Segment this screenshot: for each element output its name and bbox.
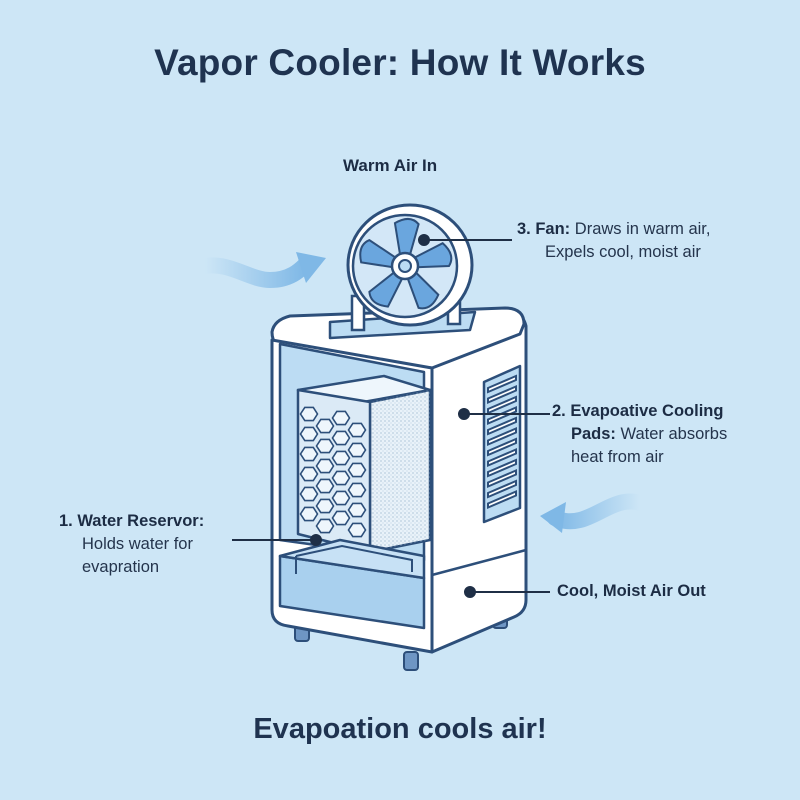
fan-blade <box>406 270 440 310</box>
vent-slat <box>487 405 517 426</box>
honeycomb-cell <box>347 462 367 478</box>
fan <box>346 203 474 327</box>
honeycomb-cell <box>315 458 335 474</box>
pads-label-title-1: 2. Evapoative Cooling <box>552 402 724 420</box>
honeycomb-cell <box>331 510 351 526</box>
footer-caption: Evapoation cools air! <box>253 713 547 745</box>
cool-air-out-label: Cool, Moist Air Out <box>557 582 706 600</box>
vent-slat <box>487 489 517 510</box>
honeycomb-cell <box>331 470 351 486</box>
fan-label-desc-2: Expels cool, moist air <box>545 243 701 261</box>
reservoir-label-desc-2: evapration <box>82 558 160 576</box>
reservoir-label-desc-1: Holds water for <box>82 535 193 553</box>
honeycomb-cell <box>331 410 351 426</box>
page-title: Vapor Cooler: How It Works <box>154 42 646 83</box>
warm-air-in-label: Warm Air In <box>343 156 438 175</box>
vent-slat <box>487 447 517 468</box>
water-reservoir <box>278 538 426 630</box>
cooling-pads-label: 2. Evapoative Cooling Pads: Water absorb… <box>552 400 727 469</box>
cooling-pad <box>296 374 432 554</box>
vent-slat <box>487 426 517 447</box>
honeycomb-cell <box>315 498 335 514</box>
honeycomb-cell <box>299 446 319 462</box>
pads-label-desc-1: Water absorbs <box>620 425 728 443</box>
honeycomb-cell <box>347 502 367 518</box>
pads-label-title-2: Pads: <box>571 425 616 443</box>
vent-slat <box>487 479 517 499</box>
honeycomb-cell <box>299 466 319 482</box>
honeycomb-cell <box>315 418 335 434</box>
honeycomb-cell <box>347 422 367 438</box>
honeycomb-cell <box>315 518 335 534</box>
fan-label-title: 3. Fan: <box>517 220 571 238</box>
fan-blade <box>412 241 453 269</box>
honeycomb-cell <box>299 506 319 522</box>
fan-blade <box>393 217 420 257</box>
pads-label-desc-2: heat from air <box>571 448 664 466</box>
vent-slat <box>487 458 517 478</box>
water-reservoir-label: 1. Water Reservor: Holds water for evapr… <box>59 510 204 579</box>
reservoir-label-title: 1. Water Reservor: <box>59 512 205 530</box>
honeycomb-cell <box>331 490 351 506</box>
vent-slat <box>487 437 517 457</box>
honeycomb-cell <box>315 438 335 454</box>
cool-air-arrow <box>540 493 648 533</box>
honeycomb-cell <box>299 426 319 442</box>
honeycomb-cell <box>315 478 335 494</box>
honeycomb-cell <box>347 482 367 498</box>
warm-air-arrow <box>197 252 326 289</box>
side-vent <box>482 364 522 524</box>
fan-label-desc-1: Draws in warm air, <box>574 220 711 238</box>
fan-blade <box>368 270 404 308</box>
vent-slat <box>487 395 517 415</box>
vent-slat <box>487 416 517 436</box>
honeycomb-cell <box>331 450 351 466</box>
honeycomb-cell <box>347 522 367 538</box>
vent-slat <box>487 374 517 394</box>
fan-label: 3. Fan: Draws in warm air, Expels cool, … <box>517 218 710 264</box>
vent-slat <box>487 468 517 489</box>
callout-lines <box>232 234 550 598</box>
vent-slat <box>487 384 517 405</box>
honeycomb-cell <box>299 406 319 422</box>
honeycomb-cell <box>299 486 319 502</box>
honeycomb-cell <box>331 430 351 446</box>
fan-blade <box>359 238 398 269</box>
honeycomb-cell <box>347 442 367 458</box>
